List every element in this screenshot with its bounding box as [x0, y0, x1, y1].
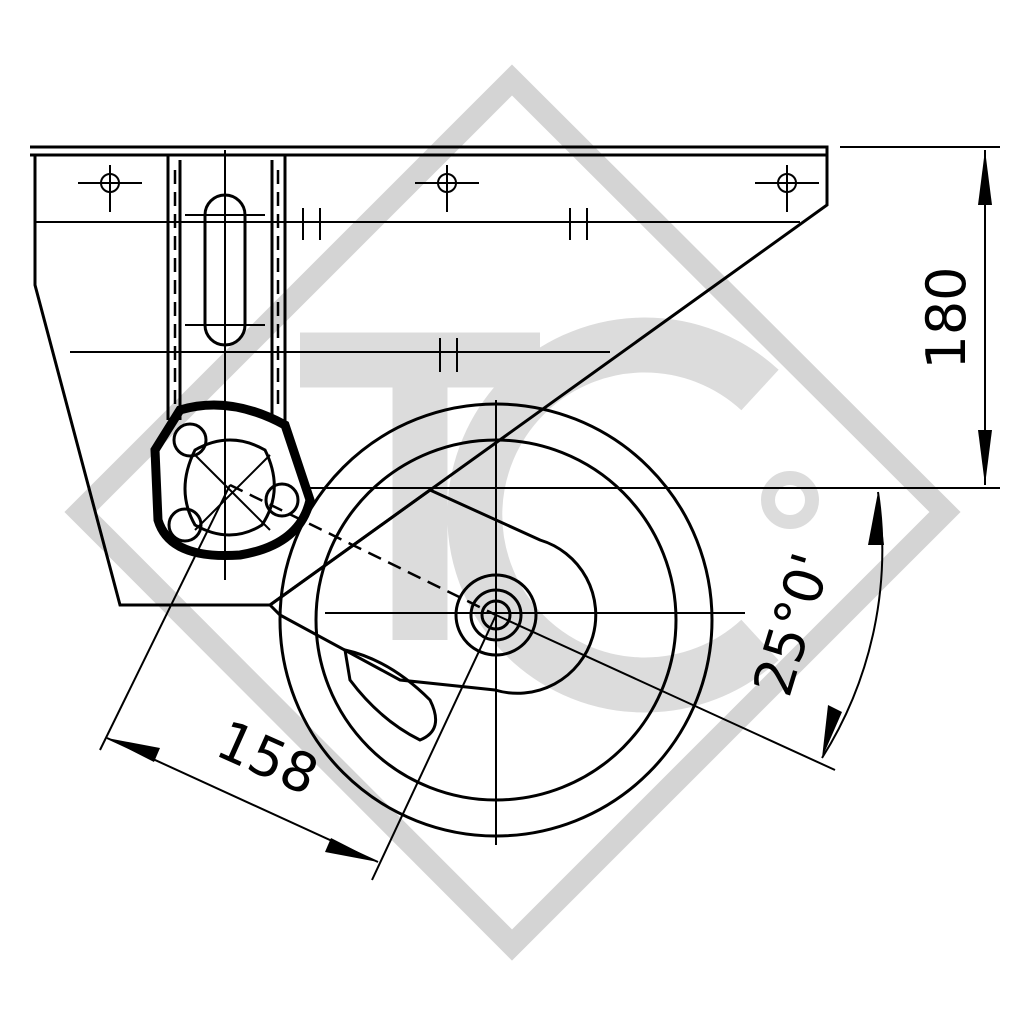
- height-label: 180: [915, 266, 978, 369]
- torsion-element: [150, 400, 315, 561]
- dimension-height: 180: [310, 146, 1000, 489]
- bolt-marks: [78, 165, 819, 212]
- wheel: [229, 400, 745, 845]
- mounting-bracket: [30, 145, 829, 607]
- watermark-logo: [64, 64, 961, 961]
